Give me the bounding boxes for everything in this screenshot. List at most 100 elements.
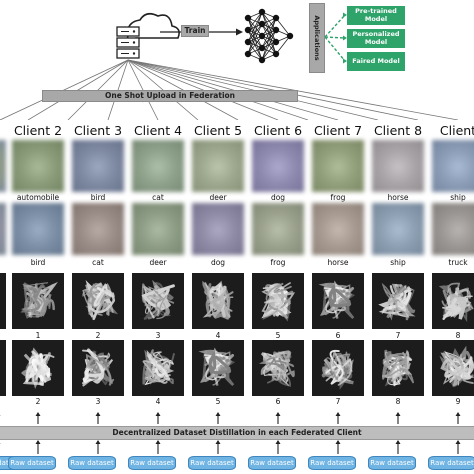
nn-node — [244, 38, 252, 46]
digit-texture — [0, 273, 6, 329]
application-dashed-lines — [324, 12, 347, 64]
nn-node — [258, 32, 266, 40]
cifar-class-label: cat — [152, 193, 164, 202]
mnist-digit-label: 7 — [335, 397, 341, 406]
digit-texture — [252, 273, 304, 329]
nn-node — [286, 32, 294, 40]
mnist-digit-label: 9 — [455, 397, 461, 406]
app-personalized-model: Personalized Model — [347, 29, 405, 48]
cifar-tile-partial — [0, 140, 6, 192]
nn-connection — [247, 35, 263, 55]
mnist-synthetic-tile — [252, 340, 304, 396]
nn-node — [272, 38, 280, 46]
distillation-bar: Decentralized Dataset Distillation in ea… — [0, 426, 474, 440]
digit-texture — [12, 273, 64, 329]
cifar-synthetic-tile — [432, 203, 474, 255]
cifar-synthetic-tile — [312, 203, 364, 255]
digit-texture — [132, 273, 184, 329]
mnist-synthetic-tile — [192, 273, 244, 329]
cifar-class-label: truck — [448, 258, 468, 267]
mnist-digit-label: 8 — [395, 397, 401, 406]
cifar-class-label: ship — [450, 193, 466, 202]
cifar-class-label: dog — [270, 193, 286, 202]
nn-connection — [247, 11, 263, 55]
client-header: Client 2 — [13, 123, 63, 138]
cifar-synthetic-tile — [132, 203, 184, 255]
cifar-synthetic-tile — [432, 140, 474, 192]
raw-dataset-box: Raw dataset — [248, 456, 296, 470]
mnist-synthetic-tile — [432, 273, 474, 329]
raw-dataset-box: Raw dataset — [368, 456, 416, 470]
raw-dataset-box: Raw dataset — [8, 456, 56, 470]
digit-texture — [72, 273, 124, 329]
cifar-class-label: horse — [387, 193, 409, 202]
nn-connection — [261, 17, 277, 37]
nn-connection — [261, 17, 277, 49]
cifar-class-label: automobile — [16, 193, 60, 202]
cifar-class-label: frog — [270, 258, 286, 267]
applications-label: Applications — [313, 15, 321, 61]
cifar-class-label: ship — [390, 258, 406, 267]
client-header: Client 3 — [73, 123, 123, 138]
mnist-synthetic-tile — [12, 273, 64, 329]
mnist-synthetic-tile — [192, 340, 244, 396]
digit-texture — [312, 340, 364, 396]
nn-connection — [247, 23, 263, 55]
digit-texture — [372, 340, 424, 396]
mnist-tile-partial — [0, 340, 6, 396]
mnist-synthetic-tile — [372, 273, 424, 329]
nn-node — [272, 26, 280, 34]
nn-node — [258, 20, 266, 28]
cifar-synthetic-tile — [12, 140, 64, 192]
nn-connection — [261, 41, 277, 61]
cifar-class-label: deer — [149, 258, 167, 267]
digit-texture — [12, 340, 64, 396]
cifar-synthetic-tile — [132, 140, 184, 192]
cifar-synthetic-tile — [12, 203, 64, 255]
mnist-digit-label: 4 — [155, 397, 161, 406]
raw-dataset-box: Raw dataset — [68, 456, 116, 470]
cifar-class-label: dog — [210, 258, 226, 267]
app-faired-model: Faired Model — [347, 52, 405, 71]
application-link — [324, 36, 346, 39]
cifar-tile-partial — [0, 203, 6, 255]
nn-node — [272, 14, 280, 22]
mnist-digit-label: 5 — [275, 331, 281, 340]
application-link — [324, 14, 346, 38]
nn-node — [244, 26, 252, 34]
digit-texture — [72, 340, 124, 396]
digit-texture — [192, 273, 244, 329]
application-link — [324, 36, 346, 62]
cifar-synthetic-tile — [312, 140, 364, 192]
nn-node — [258, 56, 266, 64]
applications-panel: Applications — [309, 3, 325, 73]
nn-connection — [275, 17, 291, 37]
nn-connection — [261, 17, 277, 61]
nn-node — [258, 8, 266, 16]
cifar-synthetic-tile — [72, 140, 124, 192]
train-label: Train — [181, 25, 209, 37]
nn-node — [244, 50, 252, 58]
mnist-digit-label: 5 — [215, 397, 221, 406]
mnist-tile-partial — [0, 273, 6, 329]
app-pretrained-model: Pre-trained Model — [347, 6, 405, 25]
raw-dataset-box: Raw dataset — [128, 456, 176, 470]
mnist-synthetic-tile — [372, 340, 424, 396]
mnist-synthetic-tile — [252, 273, 304, 329]
mnist-synthetic-tile — [12, 340, 64, 396]
mnist-digit-label: 3 — [155, 331, 161, 340]
mnist-synthetic-tile — [312, 340, 364, 396]
mnist-digit-label: 6 — [275, 397, 281, 406]
mnist-digit-label: 3 — [95, 397, 101, 406]
cifar-synthetic-tile — [372, 203, 424, 255]
mnist-synthetic-tile — [312, 273, 364, 329]
cifar-class-label: frog — [330, 193, 346, 202]
neural-network-icon — [244, 8, 294, 64]
digit-texture — [252, 340, 304, 396]
cifar-class-label: horse — [327, 258, 349, 267]
nn-node — [272, 50, 280, 58]
nn-connection — [247, 11, 263, 31]
cifar-synthetic-tile — [252, 203, 304, 255]
client-header: Client 4 — [133, 123, 183, 138]
